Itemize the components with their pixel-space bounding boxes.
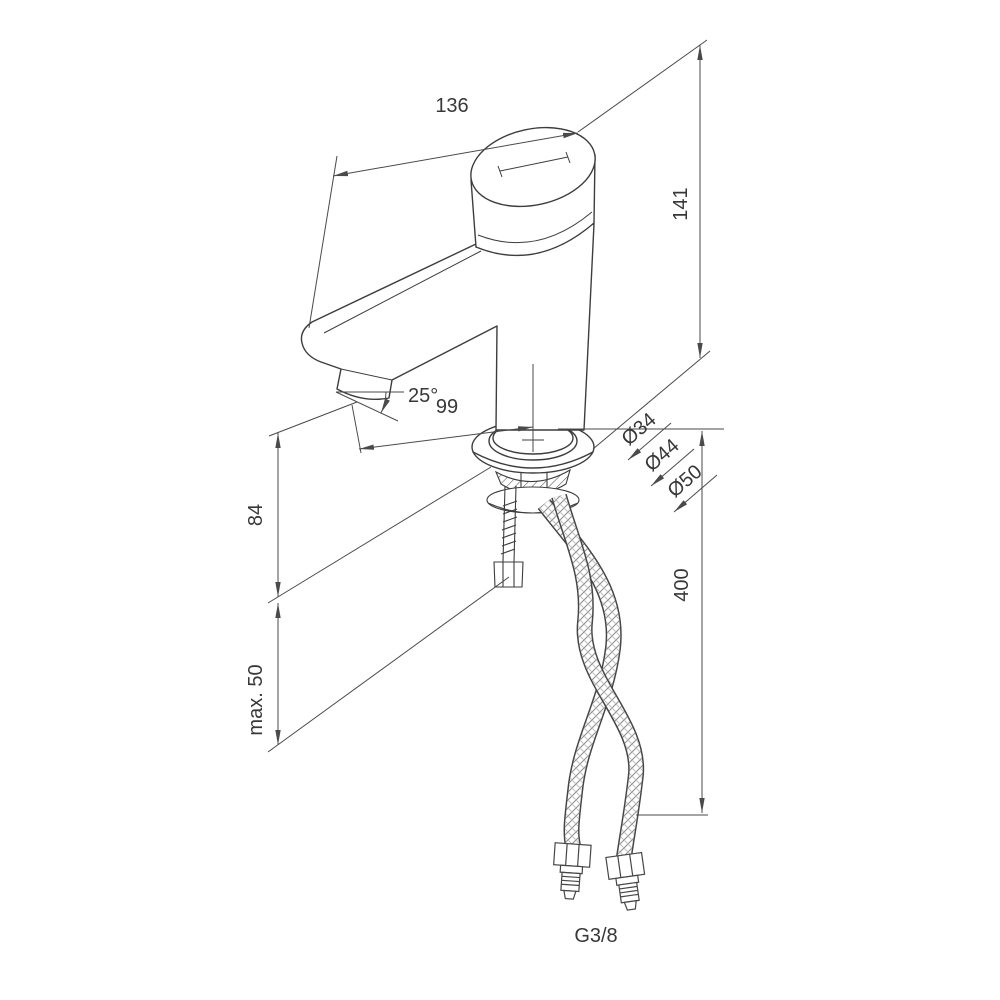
stud-nut <box>493 561 524 588</box>
hose-fitting-left <box>550 842 592 901</box>
dim-84-label: 84 <box>245 504 267 526</box>
extension-line-base-right <box>592 350 711 450</box>
dim-136: 136 <box>308 39 708 329</box>
angle-arc <box>380 391 390 414</box>
dimensions: 136 141 84 max. 50 99 25 <box>245 39 724 947</box>
dim-400: 400 <box>636 431 708 816</box>
supply-hoses <box>537 493 650 913</box>
extension-line-spout-tip <box>308 155 338 329</box>
spout-top-contour <box>323 250 482 334</box>
dim-99: 99 <box>351 364 534 454</box>
hose-right <box>551 493 645 859</box>
extension-line-top-right <box>577 39 708 133</box>
extension-line-deck-plane-left <box>267 466 492 604</box>
knob-left-wall <box>470 179 477 248</box>
hose-fitting-right <box>605 851 650 913</box>
leader-dia-50 <box>673 474 718 513</box>
leader-dia-34 <box>627 422 672 461</box>
dim-dia-44-label: Ø44 <box>641 435 684 476</box>
body-spout-outline <box>300 223 595 431</box>
dim-84: 84 <box>245 401 492 604</box>
leader-dia-44 <box>650 448 695 487</box>
dim-line-99 <box>358 426 534 450</box>
dim-angle-25: 25° <box>335 385 438 422</box>
base-outer-rim <box>472 451 594 469</box>
dim-136-label: 136 <box>435 95 468 117</box>
dim-max-50-label: max. 50 <box>245 664 267 735</box>
knob-lower-rim <box>477 211 593 244</box>
thread-size-label: G3/8 <box>574 925 617 947</box>
angle-leg-sloped <box>335 391 399 422</box>
dim-dia-34-label: Ø34 <box>618 409 661 450</box>
dim-max-50: max. 50 <box>245 576 510 753</box>
dim-400-label: 400 <box>671 568 693 601</box>
dim-99-label: 99 <box>436 396 458 418</box>
dim-angle-label: 25° <box>408 385 438 407</box>
dim-line-136 <box>332 132 579 177</box>
extension-line-outlet-vertical <box>351 404 362 454</box>
dim-141-label: 141 <box>670 187 692 220</box>
extension-line-outlet <box>268 401 358 437</box>
threaded-stud <box>500 485 518 563</box>
extension-line-under-deck <box>267 576 510 753</box>
knob-bottom-edge <box>475 222 595 257</box>
dim-141: 141 <box>592 45 711 450</box>
dim-dia-50-label: Ø50 <box>664 461 707 502</box>
aerator-rim <box>340 368 393 381</box>
